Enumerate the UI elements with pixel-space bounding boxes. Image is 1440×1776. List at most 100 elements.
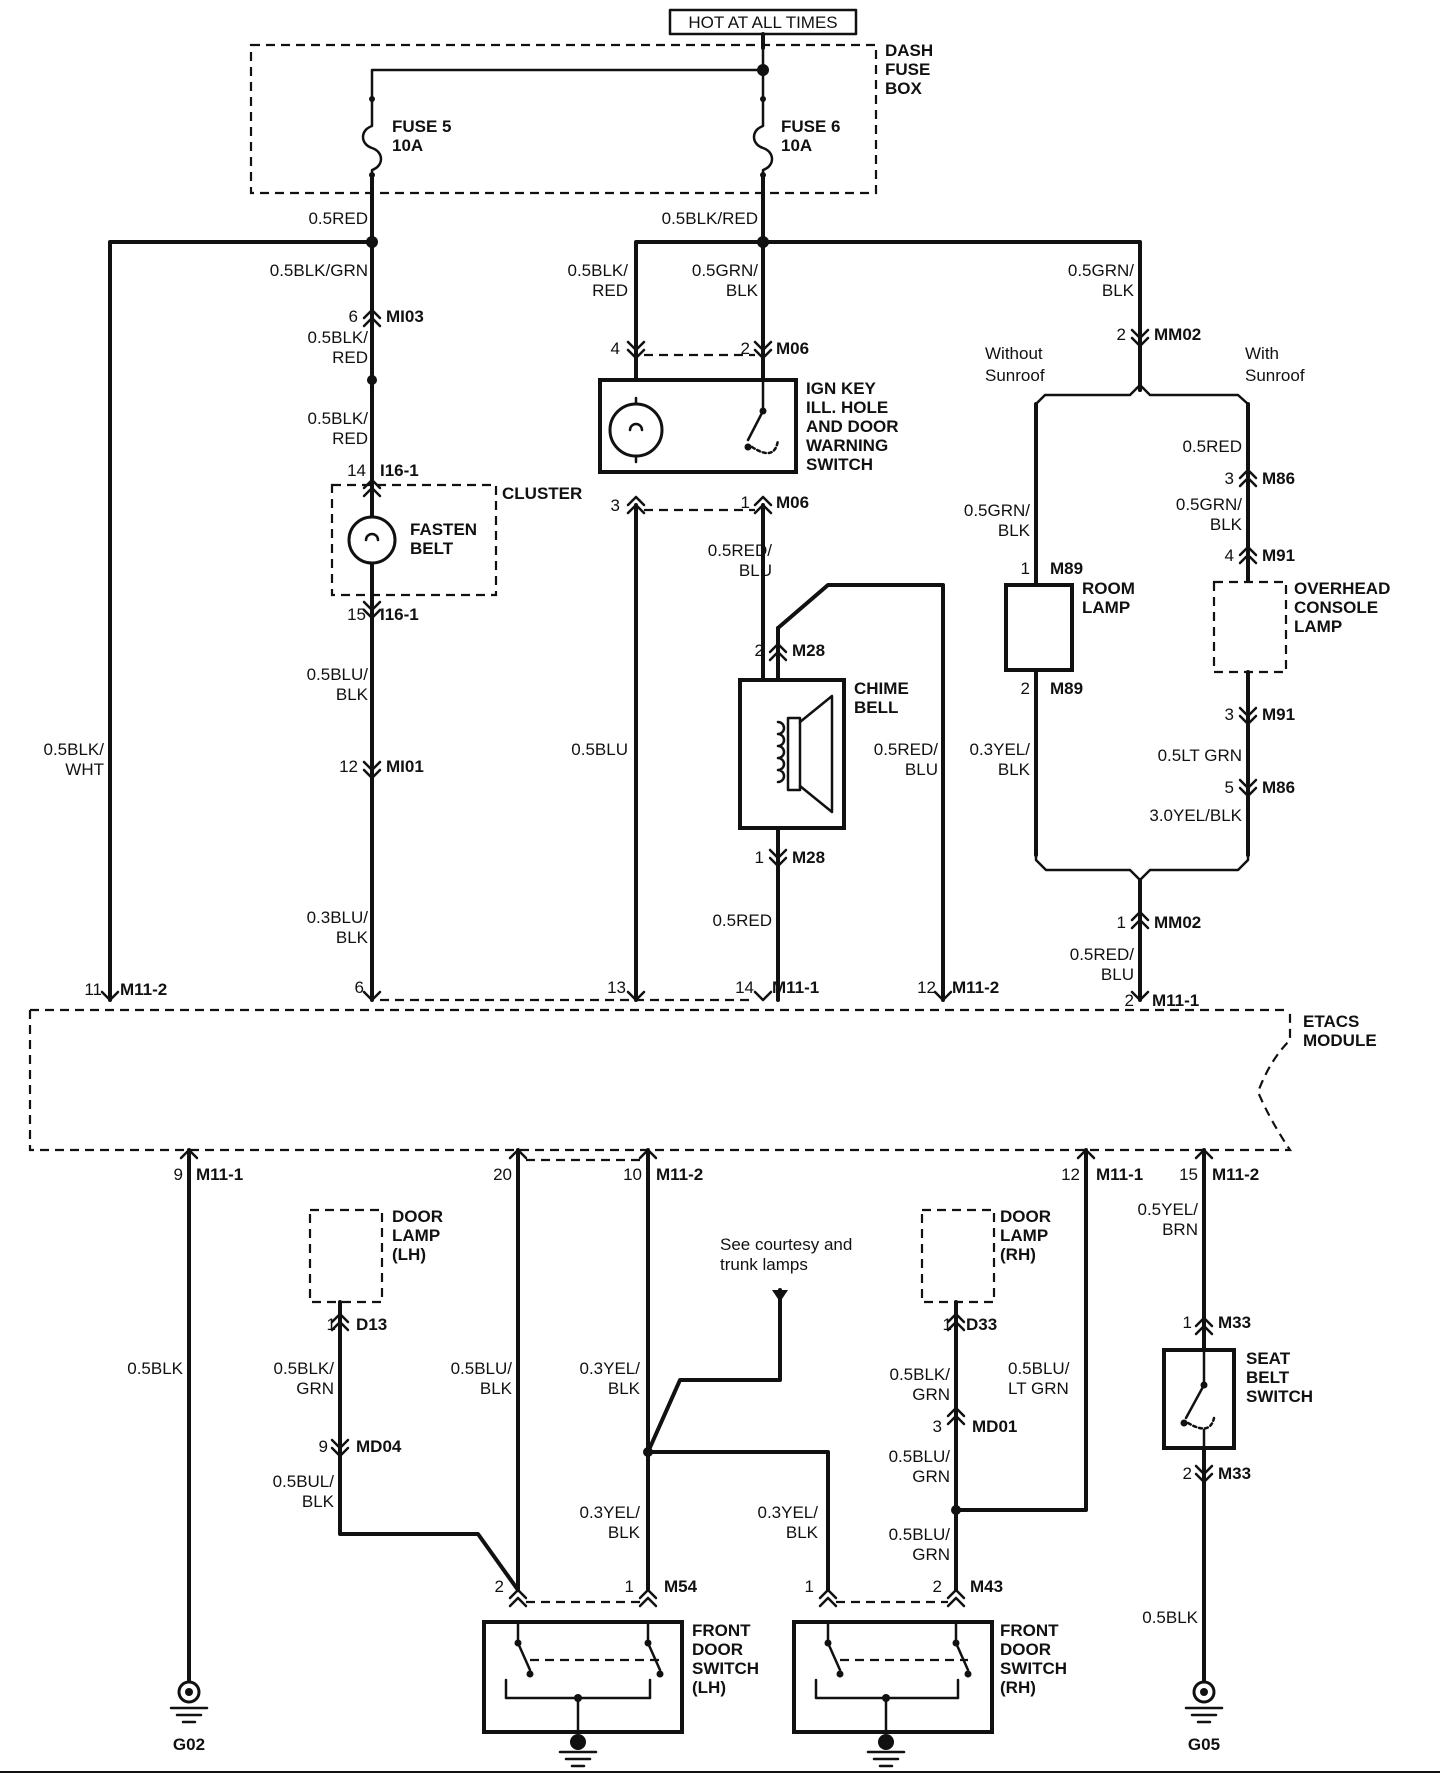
connector-name: M54 [664, 1577, 698, 1596]
connector-pin: 20 [493, 1165, 512, 1184]
wire-label: 0.5BLK/ [890, 1365, 951, 1384]
connector-name: D13 [356, 1315, 387, 1334]
without-sunroof-label-2: Sunroof [985, 366, 1045, 385]
etacs-top-pins [100, 990, 1150, 1002]
connector-pin: 2 [495, 1577, 504, 1596]
wire-label: 0.5GRN/ [964, 501, 1030, 520]
seat-belt-label-3: SWITCH [1246, 1387, 1313, 1406]
wire-label: BLK [726, 281, 759, 300]
ign-key-label-1: IGN KEY [806, 379, 877, 398]
wire-label: 0.5BUL/ [273, 1472, 335, 1491]
connector-pin: 10 [623, 1165, 642, 1184]
connector-name: M11-2 [656, 1165, 703, 1184]
connector-name: M11-2 [952, 978, 999, 997]
connector-labels: 6 MI03 14 I16-1 15 I16-1 12 MI01 4 2 M06… [84, 307, 1295, 1596]
fusebox-label-1: DASH [885, 41, 933, 60]
connector-name: D33 [966, 1315, 997, 1334]
connector-pin: 6 [349, 307, 358, 326]
wire-label: 0.5RED [712, 911, 772, 930]
wire-label: 0.5BLK [127, 1359, 183, 1378]
wire-label: BLK [336, 928, 369, 947]
with-sunroof-label-1: With [1245, 344, 1279, 363]
connector-name: MM02 [1154, 325, 1201, 344]
connector-pin: 13 [607, 978, 626, 997]
etacs-module: ETACS MODULE [28, 1008, 1377, 1152]
wire-label: BLU [905, 760, 938, 779]
room-lamp-label-1: ROOM [1082, 579, 1135, 598]
connector-name: M11-1 [1152, 991, 1199, 1010]
connector-pin: 3 [611, 496, 620, 515]
connector-name: M33 [1218, 1313, 1251, 1332]
connector-pin: 14 [347, 461, 366, 480]
fuse-5-rating: 10A [392, 136, 423, 155]
etacs-label-2: MODULE [1303, 1031, 1377, 1050]
front-door-rh-label-3: SWITCH [1000, 1659, 1067, 1678]
wire-label: 0.3BLU/ [307, 908, 369, 927]
connector-pin: 3 [1225, 705, 1234, 724]
wire-label: BLK [336, 685, 369, 704]
wire-label: 0.5LT GRN [1158, 746, 1242, 765]
wire-label: 0.5BLU/ [889, 1447, 951, 1466]
wire-label: 0.3YEL/ [580, 1359, 641, 1378]
connector-name: MI01 [386, 757, 424, 776]
hot-at-all-times-label: HOT AT ALL TIMES [688, 13, 837, 32]
wire-label: BLU [1101, 965, 1134, 984]
fuse-5: FUSE 5 10A [361, 96, 452, 178]
wire-label: 0.5BLK/ [44, 740, 105, 759]
connector-pin: 1 [1117, 913, 1126, 932]
ground-g02: G02 [169, 1680, 209, 1754]
connector-pin: 2 [1183, 1464, 1192, 1483]
connector-pin: 1 [805, 1577, 814, 1596]
wire-label: BLK [1210, 515, 1243, 534]
door-lamp-lh-label-1: DOOR [392, 1207, 443, 1226]
connector-pin: 1 [943, 1315, 952, 1334]
wire-label: 0.5BLK/ [308, 409, 369, 428]
connector-pin: 5 [1225, 778, 1234, 797]
ground-g05-label: G05 [1188, 1735, 1220, 1754]
wire-label: 0.5GRN/ [1176, 495, 1242, 514]
ign-key-switch: IGN KEY ILL. HOLE AND DOOR WARNING SWITC… [598, 378, 899, 474]
connector-pin: 1 [327, 1315, 336, 1334]
ign-key-label-2: ILL. HOLE [806, 398, 888, 417]
connector-name: M28 [792, 848, 825, 867]
connector-name: M11-1 [196, 1165, 243, 1184]
wire-label: 0.5BLU/ [307, 665, 369, 684]
connector-pin: 9 [319, 1437, 328, 1456]
connector-name: M86 [1262, 469, 1295, 488]
door-lamp-rh: DOOR LAMP (RH) [920, 1207, 1051, 1304]
overhead-console-lamp: OVERHEAD CONSOLE LAMP [1212, 579, 1390, 674]
wire-label: 0.5YEL/ [1138, 1200, 1199, 1219]
courtesy-note-1: See courtesy and [720, 1235, 852, 1254]
door-lamp-rh-label-3: (RH) [1000, 1245, 1036, 1264]
wire-label: 0.5BLK/ [568, 261, 629, 280]
fuse-6-name: FUSE 6 [781, 117, 841, 136]
connector-name: M86 [1262, 778, 1295, 797]
wire-label: 0.5RED [308, 209, 368, 228]
connector-pin: 12 [1061, 1165, 1080, 1184]
connector-pin: 4 [611, 339, 620, 358]
wire-label: GRN [912, 1385, 950, 1404]
connector-pin: 2 [755, 641, 764, 660]
connector-name: M33 [1218, 1464, 1251, 1483]
wire-label: 0.5BLU [571, 740, 628, 759]
seat-belt-label-1: SEAT [1246, 1349, 1291, 1368]
wire-label: WHT [65, 760, 104, 779]
connector-pin: 2 [1021, 679, 1030, 698]
connector-pin: 2 [933, 1577, 942, 1596]
connector-pin: 15 [1179, 1165, 1198, 1184]
wire-label: 0.3YEL/ [758, 1503, 819, 1522]
wire-label: GRN [912, 1467, 950, 1486]
connector-pin: 2 [741, 339, 750, 358]
connector-pin: 1 [741, 493, 750, 512]
chime-bell-label-1: CHIME [854, 679, 909, 698]
wire-label: BLK [998, 760, 1031, 779]
connector-name: MM02 [1154, 913, 1201, 932]
front-door-rh-label-1: FRONT [1000, 1621, 1059, 1640]
wire-label: BLK [998, 521, 1031, 540]
connector-name: MD04 [356, 1437, 402, 1456]
wire-label: GRN [296, 1379, 334, 1398]
wire-label: RED [592, 281, 628, 300]
connector-symbols-bottom [330, 1312, 1214, 1608]
wire-labels: 0.5RED 0.5BLK/RED 0.5BLK/GRN 0.5BLK/ RED… [44, 209, 1243, 1627]
